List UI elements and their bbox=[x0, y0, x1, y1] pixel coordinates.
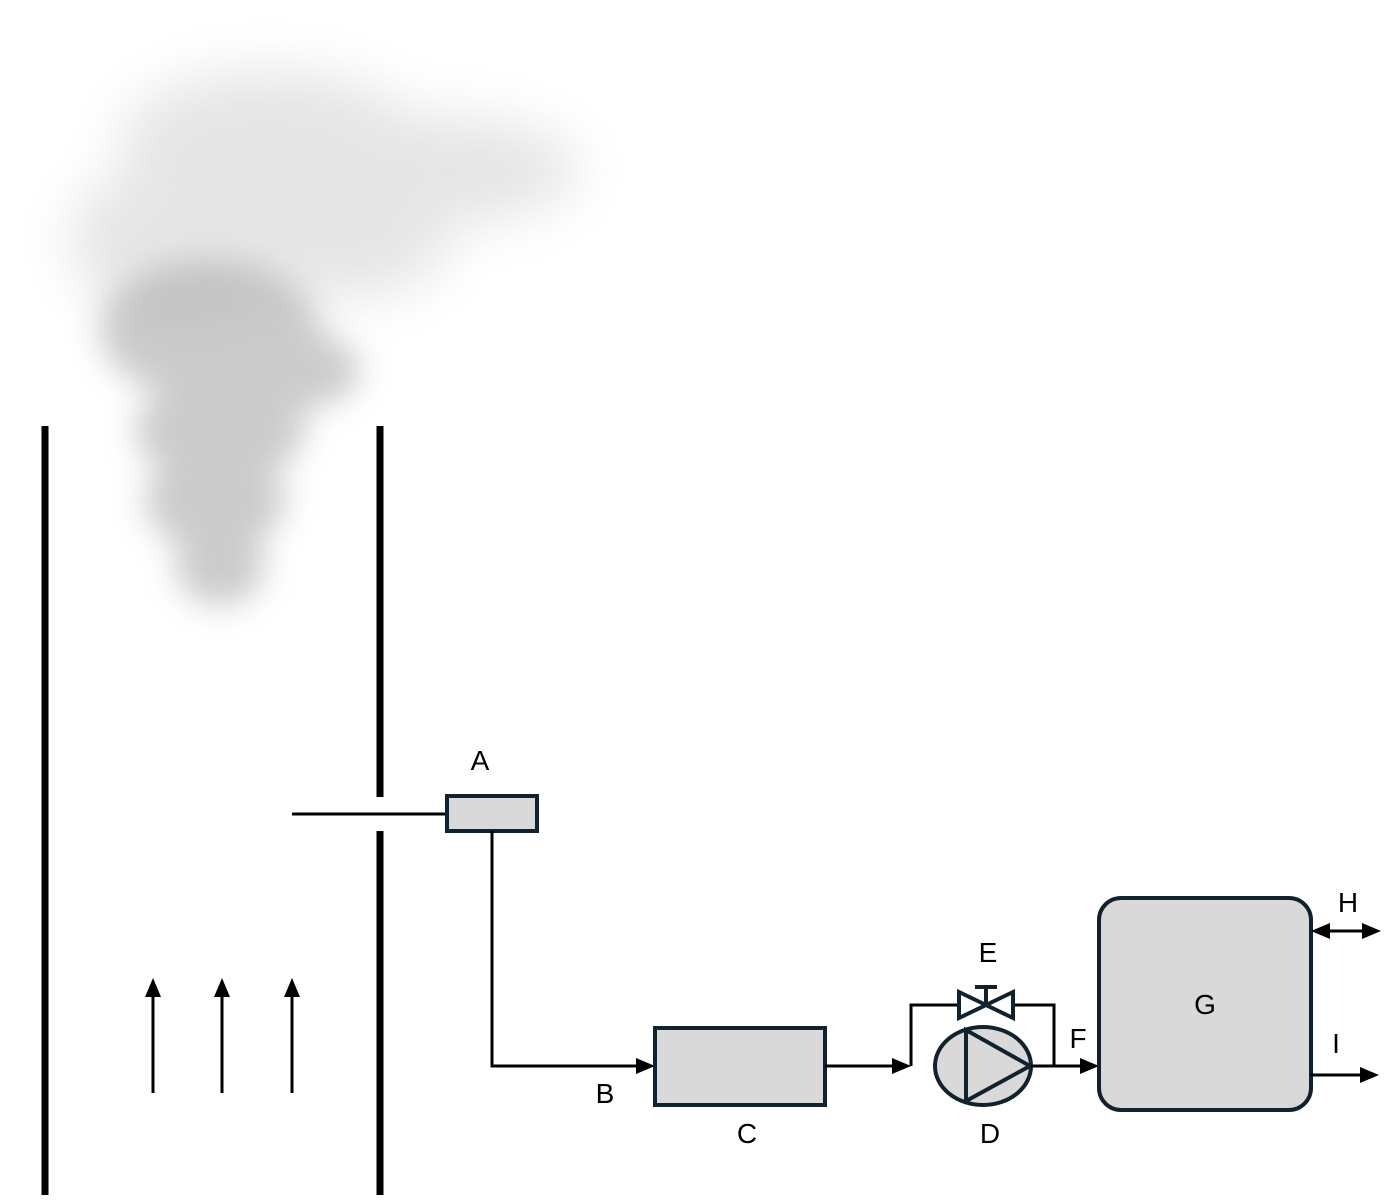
arrow-up-icon bbox=[214, 978, 230, 1093]
bypass-valve-icon bbox=[957, 985, 1015, 1022]
bypass-line bbox=[909, 1003, 959, 1066]
label-e: E bbox=[979, 937, 998, 968]
arrow-right-icon bbox=[1362, 923, 1381, 939]
flow-arrows bbox=[145, 978, 300, 1093]
label-g: G bbox=[1194, 989, 1216, 1020]
label-d: D bbox=[980, 1118, 1000, 1149]
bypass-line-return bbox=[1013, 1003, 1056, 1066]
arrow-right-icon bbox=[1360, 1067, 1379, 1083]
component-g-box bbox=[1097, 896, 1313, 1112]
arrow-up-icon bbox=[145, 978, 161, 1093]
arrow-right-icon bbox=[636, 1058, 655, 1074]
label-a: A bbox=[471, 745, 490, 776]
arrow-left-icon bbox=[1311, 923, 1330, 939]
label-h: H bbox=[1338, 887, 1358, 918]
component-c-box bbox=[653, 1026, 827, 1107]
arrow-right-icon bbox=[1080, 1058, 1099, 1074]
arrow-right-icon bbox=[892, 1058, 911, 1074]
arrow-up-icon bbox=[284, 978, 300, 1093]
label-c: C bbox=[737, 1118, 757, 1149]
smoke-plume-icon bbox=[70, 70, 580, 605]
label-i: I bbox=[1332, 1028, 1340, 1059]
sample-line-b bbox=[490, 831, 640, 1068]
label-b: B bbox=[596, 1078, 615, 1109]
component-a-box bbox=[445, 794, 539, 833]
pump-icon bbox=[933, 1025, 1035, 1107]
label-f: F bbox=[1069, 1023, 1086, 1054]
